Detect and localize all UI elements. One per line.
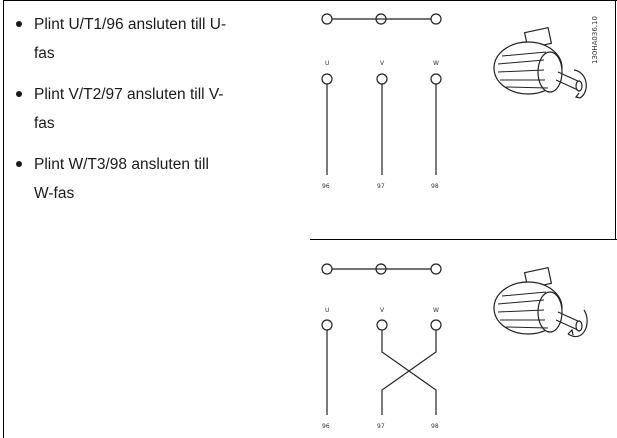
terminal-label-97: 97 — [377, 183, 385, 190]
terminal-wires-crossed — [321, 319, 442, 415]
bullet-item-u: Plint U/T1/96 ansluten till U- fas — [10, 10, 310, 68]
rotation-arrow-reverse-icon — [567, 309, 588, 337]
motor-clockwise-illustration — [493, 26, 587, 99]
phase-label-u: U — [325, 60, 329, 67]
phase-label-v: V — [380, 60, 385, 67]
rotation-arrow-icon — [573, 69, 587, 99]
wiring-diagram-bottom: U V W 96 97 98 — [321, 263, 442, 430]
terminal-label-98: 98 — [431, 183, 439, 190]
phase-label-v-bottom: V — [380, 307, 385, 314]
bullet-item-w: Plint W/T3/98 ansluten till W-fas — [10, 150, 310, 208]
bullet-w-line2: W-fas — [34, 185, 75, 202]
terminal-label-98-bottom: 98 — [431, 423, 439, 430]
frame-left-border — [3, 0, 4, 438]
phase-label-u-bottom: U — [325, 307, 329, 314]
motor-end-cap — [537, 51, 563, 93]
bullet-u-line2: fas — [34, 45, 55, 62]
terminal-label-96: 96 — [322, 183, 330, 190]
terminal-label-97-bottom: 97 — [377, 423, 385, 430]
terminal-connection-list: Plint U/T1/96 ansluten till U- fas Plint… — [10, 10, 310, 220]
bullet-u-line1: Plint U/T1/96 ansluten till U- — [34, 16, 227, 33]
phase-bus-bottom — [321, 263, 442, 275]
frame-top-border — [3, 0, 617, 1]
phase-label-w-bottom: W — [433, 307, 439, 314]
bullet-item-v: Plint V/T2/97 ansluten till V- fas — [10, 80, 310, 138]
figure-code: 130HA036.10 — [591, 16, 599, 64]
bullet-w-line1: Plint W/T3/98 ansluten till — [34, 156, 209, 173]
motor-end-cap-bottom — [537, 291, 563, 333]
terminal-wires-straight — [321, 73, 442, 175]
phase-bus-top — [321, 13, 442, 25]
frame-right-border — [615, 0, 616, 239]
wiring-diagram-top: U V W 96 97 98 — [321, 13, 442, 190]
phase-label-w: W — [433, 60, 439, 67]
bullet-v-line2: fas — [34, 115, 55, 132]
bullet-v-line1: Plint V/T2/97 ansluten till V- — [34, 86, 224, 103]
terminal-label-96-bottom: 96 — [322, 423, 330, 430]
frame-middle-divider — [310, 239, 617, 240]
motor-counterclockwise-illustration — [493, 266, 588, 337]
